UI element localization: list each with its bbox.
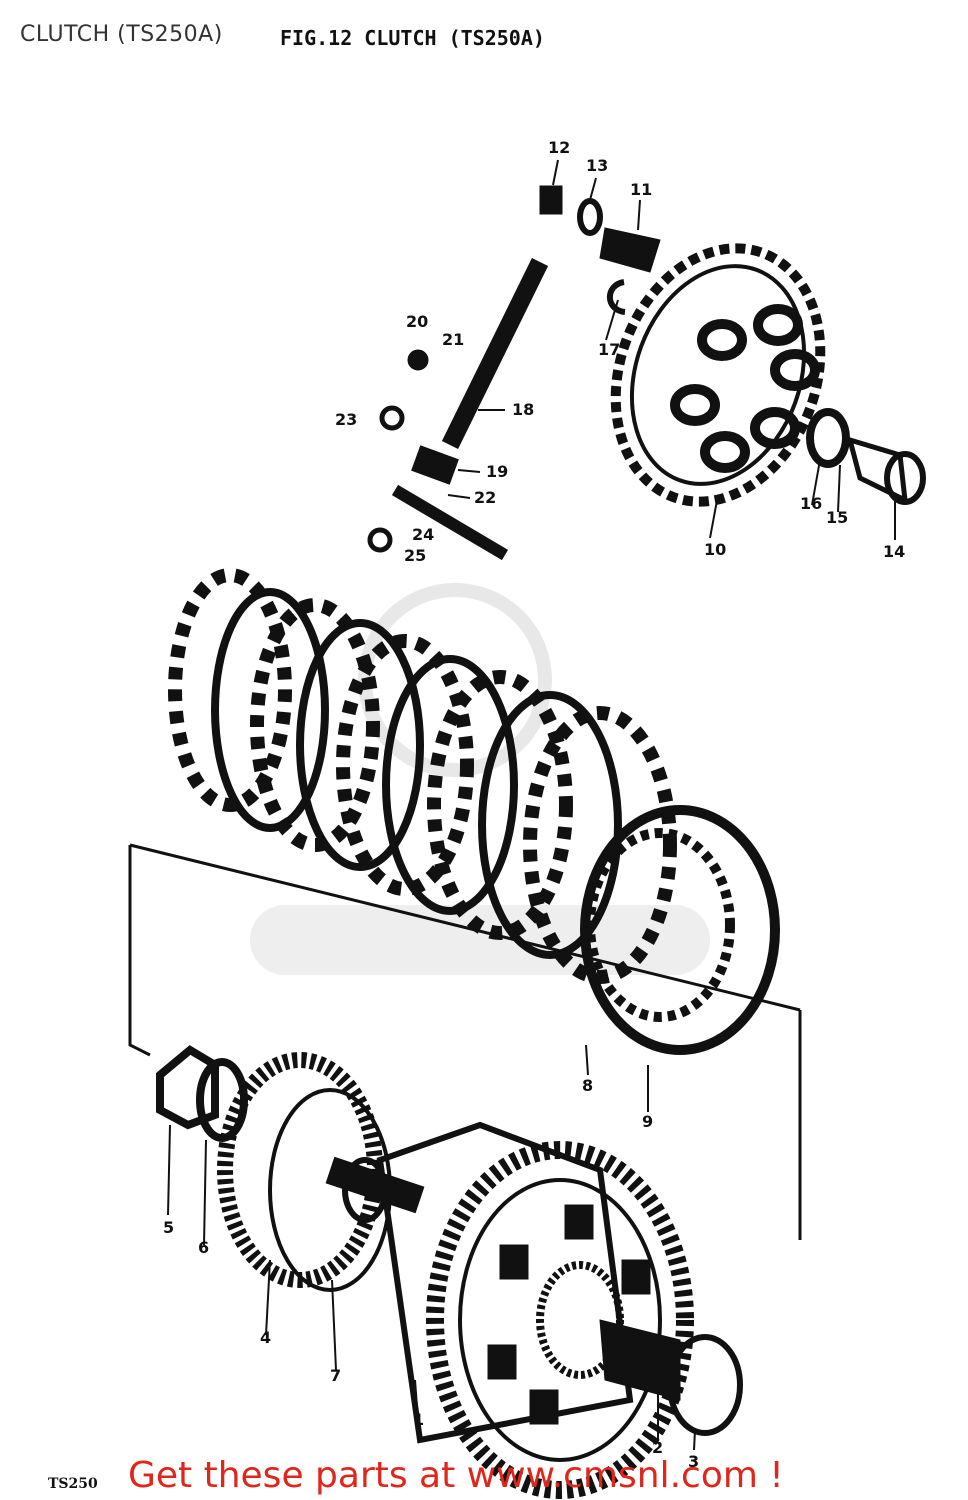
callout-22: 22 [474,488,497,507]
callout-5: 5 [163,1218,175,1237]
group-bracket [128,843,802,1240]
callout-4: 4 [260,1328,272,1347]
callout-13: 13 [586,156,609,175]
clutch-housing [376,1121,694,1499]
callout-18: 18 [512,400,535,419]
release-shaft [367,258,549,561]
callout-9: 9 [642,1112,654,1131]
callout-16: 16 [800,494,823,513]
callout-12: 12 [548,138,571,157]
callout-15: 15 [826,508,849,527]
callout-23: 23 [335,410,358,429]
callout-21: 21 [442,330,465,349]
spring-and-bolt [539,185,661,315]
pressure-plate [610,243,826,507]
page-title: CLUTCH (TS250A) [20,22,223,47]
callout-2: 2 [652,1438,664,1457]
callout-25: 25 [404,546,427,565]
promo-link[interactable]: Get these parts at www.cmsnl.com ! [128,1455,784,1496]
callout-8: 8 [582,1076,594,1095]
callout-14: 14 [883,542,906,561]
callout-3: 3 [688,1452,700,1471]
callout-leaders [167,159,896,1451]
callout-20: 20 [406,312,429,331]
push-piece [806,408,926,505]
callout-6: 6 [198,1238,210,1257]
nut-and-washer [156,1045,248,1142]
callout-17: 17 [598,340,621,359]
callout-19: 19 [486,462,509,481]
callout-10: 10 [704,540,727,559]
model-mark: TS250 [48,1476,98,1492]
callout-7: 7 [330,1366,342,1385]
clutch-plate-stack [168,568,780,1055]
callout-24: 24 [412,525,435,544]
callout-11: 11 [630,180,653,199]
callout-1: 1 [413,1410,425,1429]
figure-title: FIG.12 CLUTCH (TS250A) [280,26,545,50]
spacer-and-washer [599,1319,743,1436]
